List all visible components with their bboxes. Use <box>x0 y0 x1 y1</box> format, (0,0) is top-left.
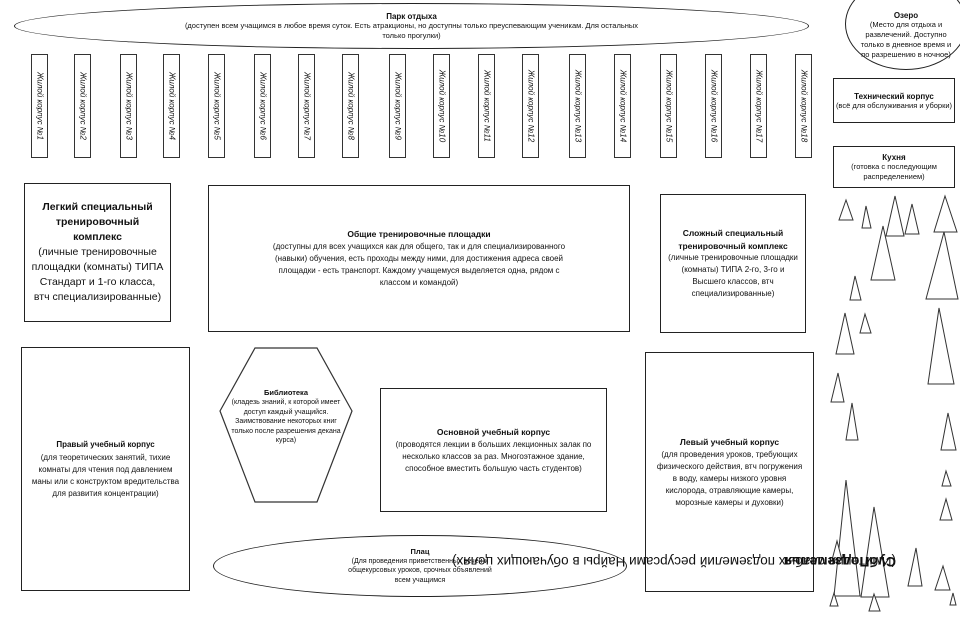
parade-title: Плац <box>410 546 430 556</box>
hard-complex-desc: (личные тренировочные площадки (комнаты)… <box>668 253 798 298</box>
main-building-desc: (проводятся лекции в больших лекционных … <box>395 440 592 473</box>
main-building-title: Основной учебный корпус <box>436 427 551 437</box>
general-grounds-desc: (доступны для всех учащихся как для обще… <box>272 242 566 287</box>
dorm-8: Жилой корпус №8 <box>342 54 359 158</box>
dorm-4: Жилой корпус №4 <box>163 54 180 158</box>
library-text: Библиотека (кладезь знаний, к которой им… <box>226 388 346 446</box>
parade-desc: (Для проведения приветственных речей и о… <box>348 557 492 584</box>
park-title: Парк отдыха <box>386 11 437 21</box>
tech-building: Технический корпус (всё для обслуживания… <box>833 78 955 123</box>
parade-ground-ellipse: Плац (Для проведения приветственных рече… <box>213 535 627 597</box>
dorm-9: Жилой корпус №9 <box>389 54 406 158</box>
dorm-12: Жилой корпус №12 <box>522 54 539 158</box>
dorm-2: Жилой корпус №2 <box>74 54 91 158</box>
hard-training-complex: Сложный специальный тренировочный компле… <box>660 194 806 333</box>
lake-title: Озеро <box>893 10 919 20</box>
left-building-desc: (для проведения уроков, требующих физиче… <box>656 449 803 507</box>
dorm-15: Жилой корпус №15 <box>660 54 677 158</box>
dorm-11: Жилой корпус №11 <box>478 54 495 158</box>
dorm-7: Жилой корпус №7 <box>298 54 315 158</box>
dorm-6: Жилой корпус №6 <box>254 54 271 158</box>
dorm-13: Жилой корпус №13 <box>569 54 586 158</box>
dorm-16: Жилой корпус №16 <box>705 54 722 158</box>
kitchen-building: Кухня (готовка с последующим распределен… <box>833 146 955 188</box>
dorm-3: Жилой корпус №3 <box>120 54 137 158</box>
dorm-1: Жилой корпус №1 <box>31 54 48 158</box>
lake-desc: (Место для отдыха и развлечений. Доступн… <box>860 19 952 59</box>
dorm-14: Жилой корпус №14 <box>614 54 631 158</box>
dorm-18: Жилой корпус №18 <box>795 54 812 158</box>
general-grounds-title: Общие тренировочные площадки <box>347 229 491 239</box>
library-title: Библиотека <box>264 388 308 397</box>
dorm-17: Жилой корпус №17 <box>750 54 767 158</box>
general-training-grounds: Общие тренировочные площадки (доступны д… <box>208 185 630 332</box>
kitchen-title: Кухня <box>882 152 906 162</box>
right-building-title: Правый учебный корпус <box>56 440 155 449</box>
kitchen-desc: (готовка с последующим распределением) <box>851 161 937 181</box>
dorm-10: Жилой корпус №10 <box>433 54 450 158</box>
left-building-title: Левый учебный корпус <box>679 436 780 447</box>
light-training-complex: Легкий специальный тренировочный комплек… <box>24 183 171 322</box>
dorm-5: Жилой корпус №5 <box>208 54 225 158</box>
park-ellipse: Парк отдыха (доступен всем учащимся в лю… <box>14 3 809 49</box>
hard-complex-title: Сложный специальный тренировочный компле… <box>678 228 788 251</box>
main-study-building: Основной учебный корпус (проводятся лекц… <box>380 388 607 512</box>
lake-ellipse: Озеро (Место для отдыха и развлечений. Д… <box>845 0 960 70</box>
left-study-building: Левый учебный корпус (для проведения уро… <box>645 352 814 592</box>
tech-desc: (всё для обслуживания и уборки) <box>835 100 953 110</box>
park-desc: (доступен всем учащимся в любое время су… <box>184 20 639 40</box>
library-desc: (кладезь знаний, к которой имеет доступ … <box>231 399 341 444</box>
right-study-building: Правый учебный корпус (для теоретических… <box>21 347 190 591</box>
light-complex-desc: (личные тренировочные площадки (комнаты)… <box>31 246 164 303</box>
tech-title: Технический корпус <box>854 91 934 101</box>
light-complex-title: Легкий специальный тренировочный комплек… <box>42 201 153 243</box>
sub-dungeons-desc: (Имитация слабых подземелий ресурсами На… <box>452 554 896 569</box>
right-building-desc: (для теоретических занятий, тихие комнат… <box>31 453 180 498</box>
